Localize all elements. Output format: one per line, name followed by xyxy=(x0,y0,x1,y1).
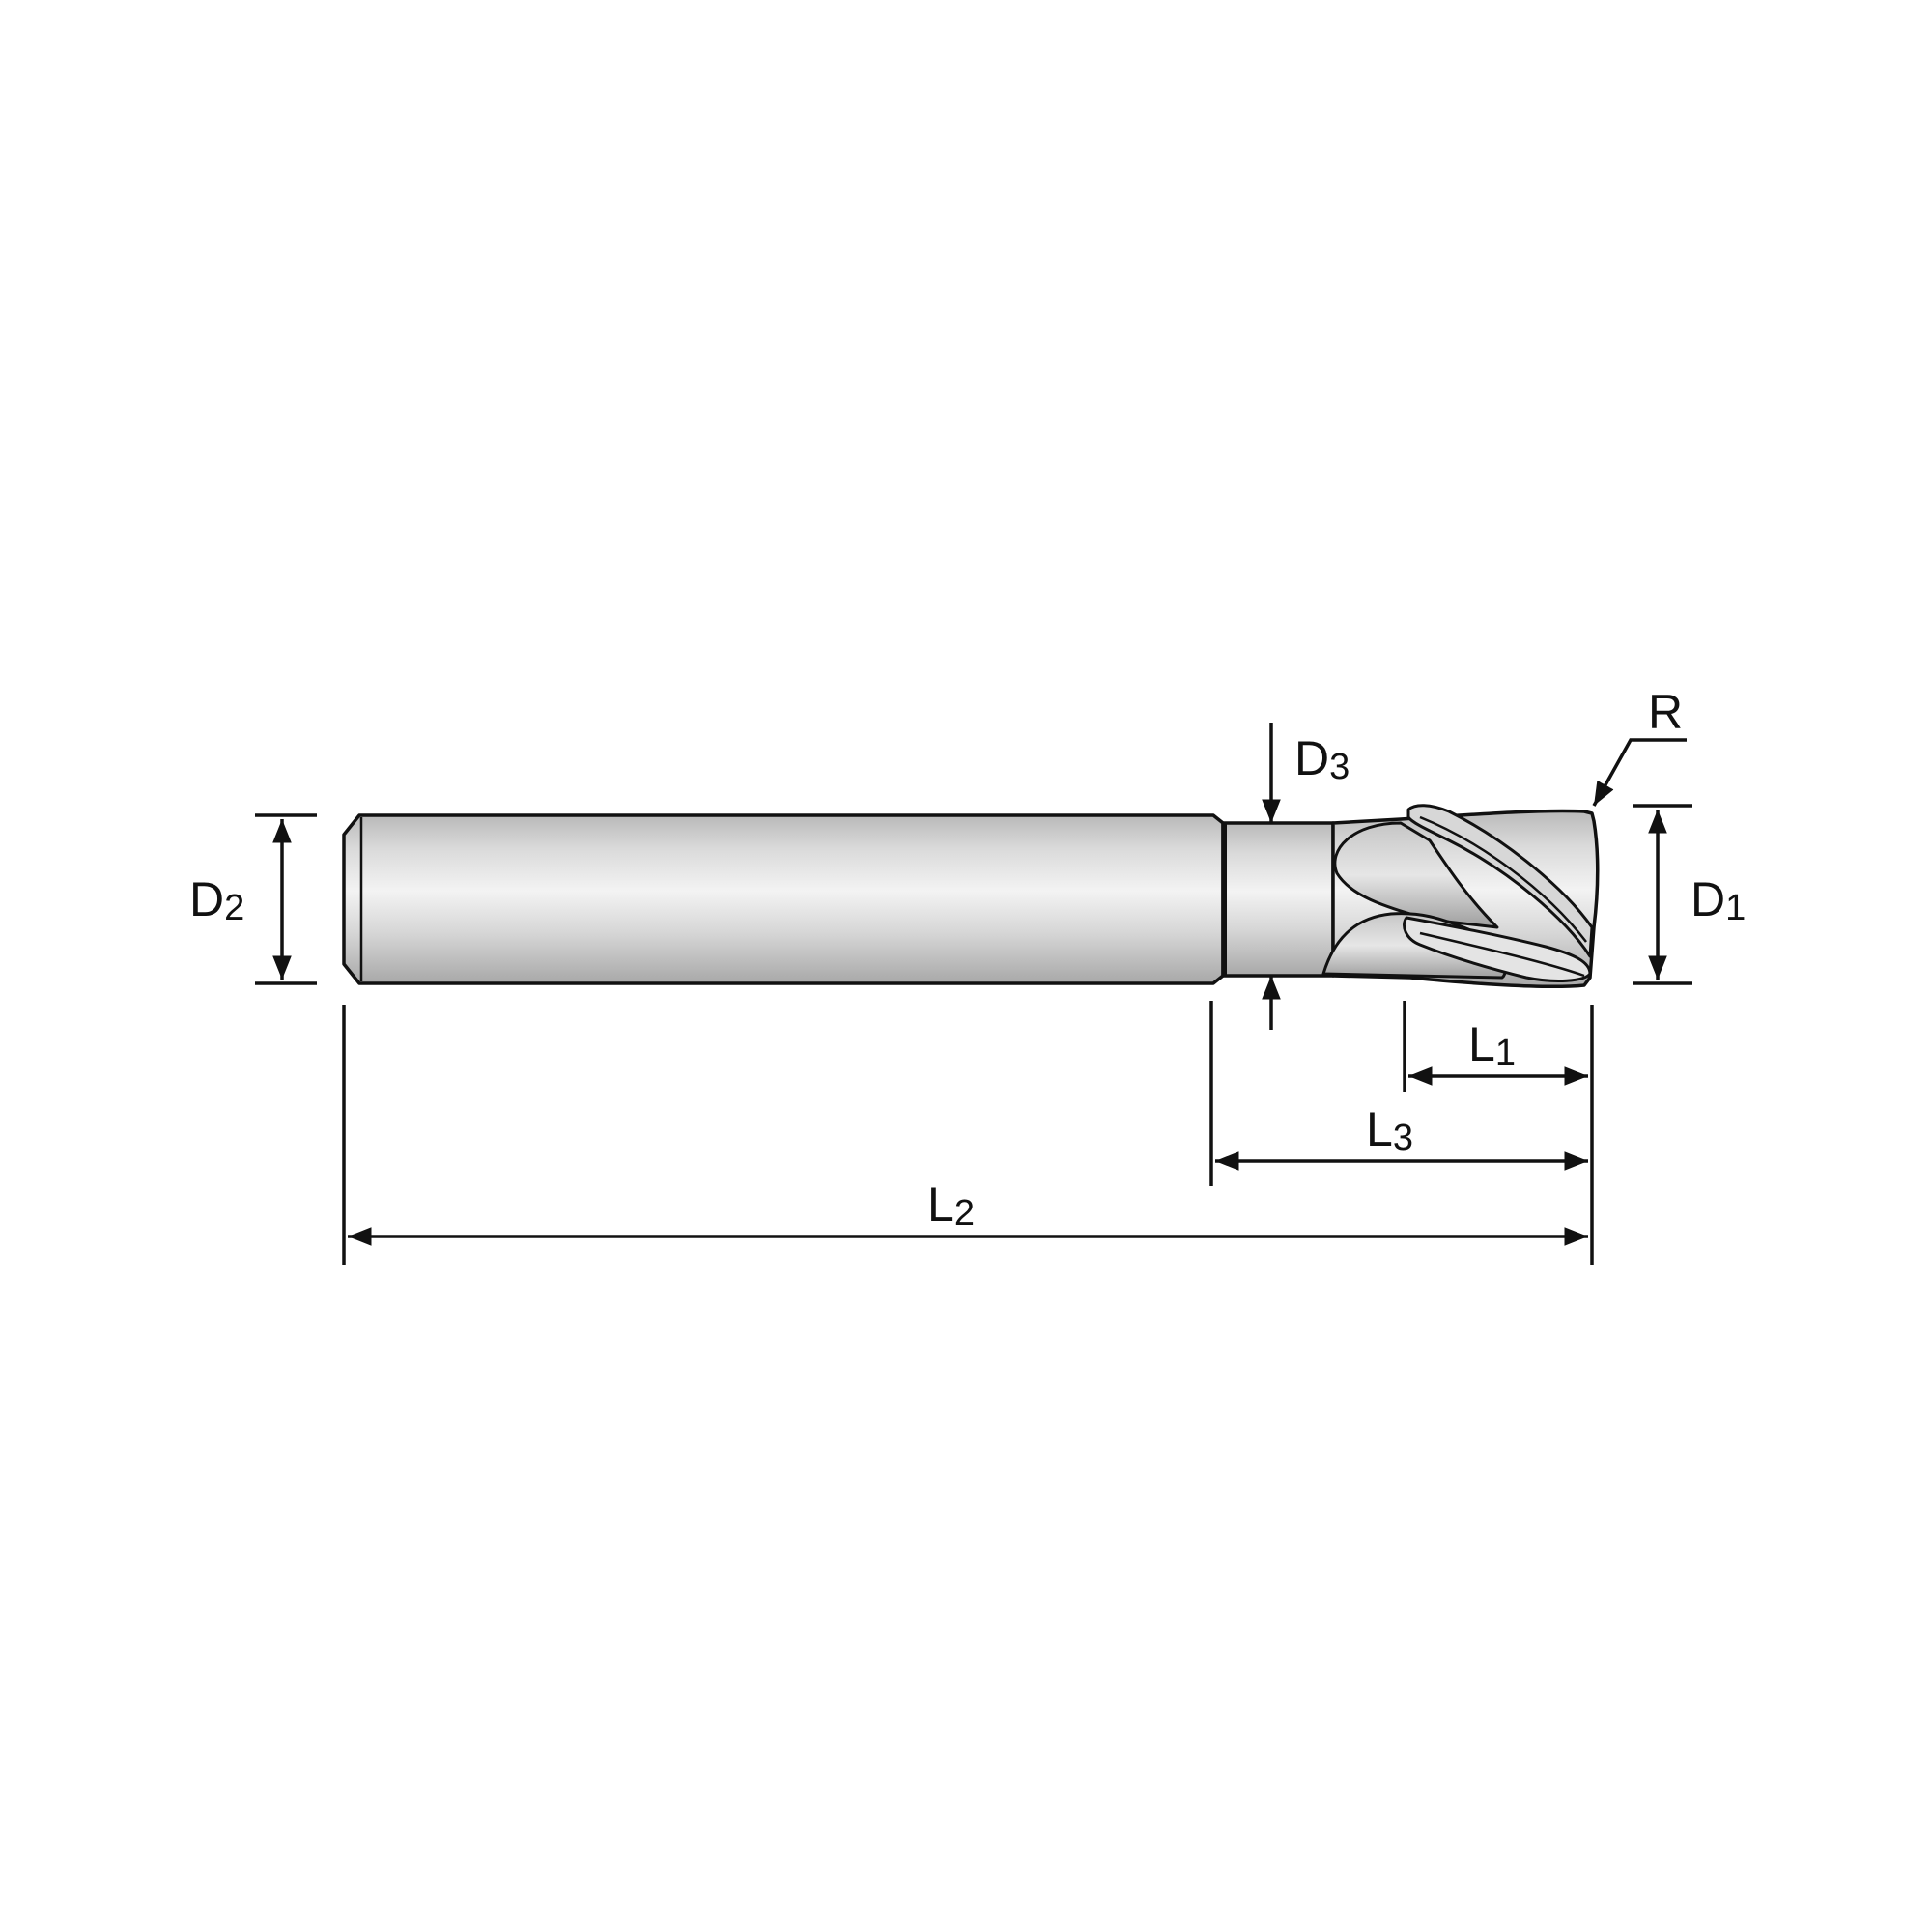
label-l2: L2 xyxy=(927,1178,975,1234)
upper-flute xyxy=(1333,821,1499,929)
neck xyxy=(1221,821,1335,978)
label-l1: L1 xyxy=(1468,1017,1516,1073)
label-d2: D2 xyxy=(189,872,244,928)
r-leader xyxy=(1592,738,1687,807)
label-l3: L3 xyxy=(1366,1102,1413,1158)
tool-body xyxy=(342,804,1600,989)
shank xyxy=(342,813,1225,985)
label-d3: D3 xyxy=(1294,731,1350,787)
label-r: R xyxy=(1648,685,1683,739)
lower-land-inner xyxy=(1419,931,1585,978)
label-d1: D1 xyxy=(1690,872,1746,928)
dimension-lines xyxy=(255,723,1692,1265)
helix-edge-inner xyxy=(1419,815,1587,943)
lower-land xyxy=(1403,916,1592,982)
